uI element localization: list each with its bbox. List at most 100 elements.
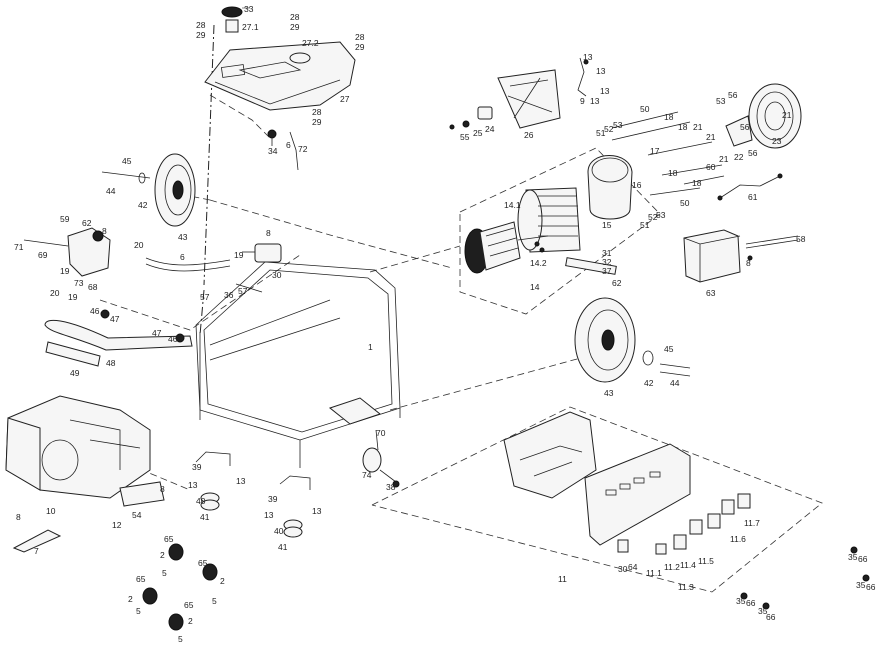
part-label-30: 30 [272,270,282,280]
part-label-35: 35 [758,606,768,616]
part-label-22: 22 [734,152,744,162]
part-label-27: 27 [340,94,350,104]
panel-components [617,493,751,555]
part-label-35: 35 [848,552,858,562]
part-label-27-2: 27.2 [302,38,319,48]
part-label-8: 8 [102,226,107,236]
part-label-23: 23 [772,136,782,146]
part-label-24: 24 [485,124,495,134]
part-label-33: 33 [244,4,254,14]
part-label-57: 57 [200,292,210,302]
alternator-housing [587,155,633,220]
part-label-29: 29 [196,30,206,40]
part-label-21: 21 [719,154,729,164]
part-label-53: 53 [656,210,666,220]
part-label-6: 6 [286,140,291,150]
bracket-62 [565,257,617,275]
part-label-30: 30 [618,564,628,574]
fuel-hose [145,257,231,272]
part-label-65: 65 [184,600,194,610]
part-label-11-6: 11.6 [730,534,746,544]
part-label-57: 57 [238,286,248,296]
part-label-74: 74 [362,470,372,480]
long-studs [611,111,725,196]
part-label-28: 28 [312,107,322,117]
part-label-62: 62 [82,218,92,228]
part-label-2: 2 [128,594,133,604]
part-label-13: 13 [590,96,600,106]
part-label-53: 53 [716,96,726,106]
part-label-13: 13 [583,52,593,62]
fuel-tank [204,41,356,111]
part-label-28: 28 [290,12,300,22]
part-label-56: 56 [728,90,738,100]
handle [44,309,193,367]
part-label-9: 9 [580,96,585,106]
part-label-58: 58 [796,234,806,244]
control-panel [503,411,691,546]
frame [195,261,401,468]
part-label-50: 50 [680,198,690,208]
part-label-8: 8 [266,228,271,238]
wheel-left [101,153,196,227]
fan-cover [725,83,802,149]
part-label-29: 29 [355,42,365,52]
part-label-18: 18 [678,122,688,132]
part-label-11: 11 [558,574,567,584]
part-label-11-2: 11.2 [664,562,680,572]
part-label-21: 21 [693,122,703,132]
part-label-69: 69 [38,250,48,260]
part-label-36: 36 [224,290,234,300]
avr-box [683,229,741,283]
part-label-11-4: 11.4 [680,560,696,570]
part-label-11-1: 11.1 [646,568,662,578]
switch-74 [362,429,400,488]
part-label-11-7: 11.7 [744,518,760,528]
part-label-14: 14 [530,282,540,292]
part-label-62: 62 [612,278,622,288]
stator [517,187,581,253]
part-label-45: 45 [664,344,674,354]
part-label-8: 8 [16,512,21,522]
part-label-56: 56 [748,148,758,158]
part-label-51: 51 [596,128,606,138]
part-label-66: 66 [858,554,868,564]
part-label-59: 59 [60,214,70,224]
part-label-50: 50 [640,104,650,114]
part-label-20: 20 [134,240,144,250]
part-label-31: 31 [602,248,612,258]
part-label-40: 40 [274,526,284,536]
part-label-54: 54 [132,510,142,520]
part-label-65: 65 [164,534,174,544]
part-label-71: 71 [14,242,24,252]
part-label-41: 41 [278,542,288,552]
wire-harness [717,173,783,201]
part-label-10: 10 [46,506,56,516]
part-label-41: 41 [200,512,210,522]
part-label-28: 28 [355,32,365,42]
wheel-right [574,297,691,383]
part-label-25: 25 [473,128,483,138]
part-label-40: 40 [196,496,206,506]
part-label-37: 37 [602,266,612,276]
part-label-29: 29 [290,22,300,32]
part-label-42: 42 [138,200,148,210]
part-label-16: 16 [632,180,642,190]
part-label-2: 2 [220,576,225,586]
fuel-cap [221,6,250,33]
part-label-12: 12 [112,520,122,530]
part-label-51: 51 [640,220,650,230]
part-label-21: 21 [706,132,716,142]
part-label-66: 66 [866,582,876,592]
part-label-44: 44 [106,186,116,196]
part-label-39: 39 [192,462,202,472]
part-label-8: 8 [160,484,165,494]
part-label-35: 35 [856,580,866,590]
part-label-11-5: 11.5 [698,556,714,566]
part-label-5: 5 [212,596,217,606]
part-label-68: 68 [88,282,98,292]
rear-end-cover [497,69,561,129]
part-label-13: 13 [188,480,198,490]
mount-right [279,475,311,538]
